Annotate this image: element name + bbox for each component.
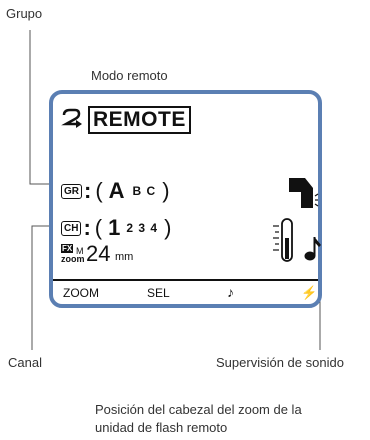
zoom-tag: zoom <box>61 254 85 264</box>
remote-mode-callout: Modo remoto <box>91 68 168 83</box>
zoom-value: 24 <box>86 241 111 266</box>
channel-callout: Canal <box>8 355 42 370</box>
channel-close-bracket: ) <box>164 215 172 240</box>
lcd-panel: REMOTE GR : ( A B C ) CH : ( 1 2 3 4 ) F… <box>49 90 322 308</box>
channel-tag: CH <box>61 220 82 236</box>
group-row: GR : ( A B C ) <box>61 178 170 204</box>
group-open-bracket: ( <box>95 178 103 203</box>
channel-open-bracket: ( <box>94 215 103 240</box>
fx-tag: FX <box>61 244 74 253</box>
group-others: B C <box>132 184 157 198</box>
remote-mode-label: REMOTE <box>88 106 191 134</box>
softkey-zoom[interactable]: ZOOM <box>63 286 99 300</box>
channel-others: 2 3 4 <box>126 221 159 235</box>
group-tag: GR <box>61 183 82 199</box>
zoom-unit: mm <box>115 251 134 263</box>
group-colon: : <box>84 178 92 203</box>
charge-gauge-icon <box>273 218 293 262</box>
zoom-position-callout-line2: unidad de flash remoto <box>95 420 228 435</box>
sound-monitor-callout: Supervisión de sonido <box>216 355 344 370</box>
mode-letter: M <box>76 246 84 256</box>
remote-arrow-icon <box>61 108 82 128</box>
sound-note-icon <box>304 237 321 261</box>
flash-head-icon <box>289 178 319 208</box>
channel-colon: : <box>83 215 91 240</box>
group-selected: A <box>108 178 125 203</box>
softkey-sel[interactable]: SEL <box>147 286 170 300</box>
softkey-flash[interactable]: ⚡ <box>301 285 318 300</box>
group-callout: Grupo <box>6 6 43 21</box>
channel-row: CH : ( 1 2 3 4 ) <box>61 215 171 241</box>
channel-selected: 1 <box>108 215 121 240</box>
softkey-divider <box>53 279 318 281</box>
group-close-bracket: ) <box>162 178 170 203</box>
softkey-sound[interactable]: ♪ <box>227 284 234 300</box>
zoom-position-callout-line1: Posición del cabezal del zoom de la <box>95 402 302 417</box>
